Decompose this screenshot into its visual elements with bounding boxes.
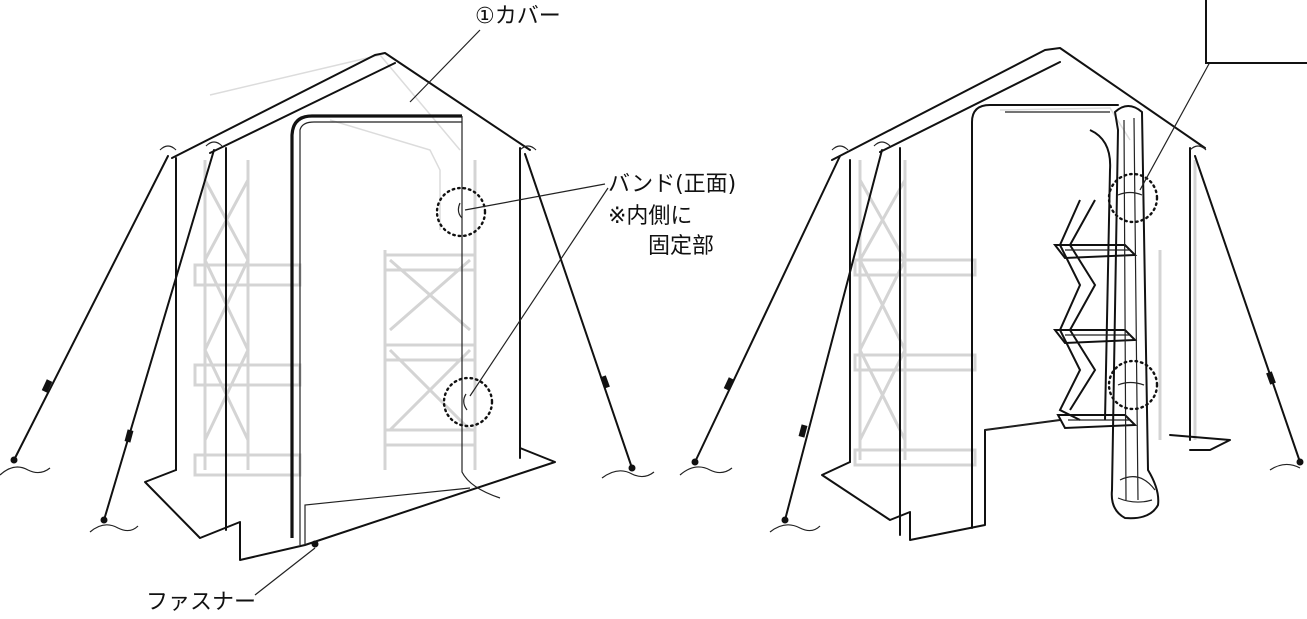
band-highlight-lower-left <box>442 376 494 428</box>
cover-label: ①カバー <box>475 4 561 29</box>
cover-roof-left <box>171 52 531 159</box>
greenhouse-closed <box>0 29 655 596</box>
detail-callout-box <box>1205 0 1307 64</box>
cover-ground-flap-left <box>144 447 556 561</box>
greenhouse-open <box>679 7 1304 541</box>
cover-roof-front <box>209 62 396 154</box>
door-zipper-outline <box>290 114 462 538</box>
rolled-door-fabric <box>1110 105 1160 520</box>
leader-callout <box>1139 61 1211 191</box>
shelf-frame-ghost-left <box>193 54 477 477</box>
zipper-pull-left <box>311 540 319 548</box>
door-opening-right <box>971 104 1119 529</box>
band-highlight-lower-right <box>1107 359 1159 411</box>
band-note-line2: 固定部 <box>648 234 715 259</box>
leader-zipper <box>254 547 316 596</box>
leader-cover <box>409 29 481 103</box>
band-label: バンド(正面) <box>608 172 737 197</box>
guy-ropes-right <box>679 141 1304 533</box>
guy-ropes-left <box>0 141 655 533</box>
leader-band-lower <box>469 187 609 397</box>
leader-band-upper <box>464 183 606 211</box>
shelf-frame-ghost-right <box>853 107 1197 467</box>
zipper-label: ファスナー <box>146 590 257 615</box>
band-highlight-upper-right <box>1107 172 1159 224</box>
band-note-line1: ※内側に <box>608 204 693 229</box>
band-highlight-upper-left <box>435 186 487 238</box>
